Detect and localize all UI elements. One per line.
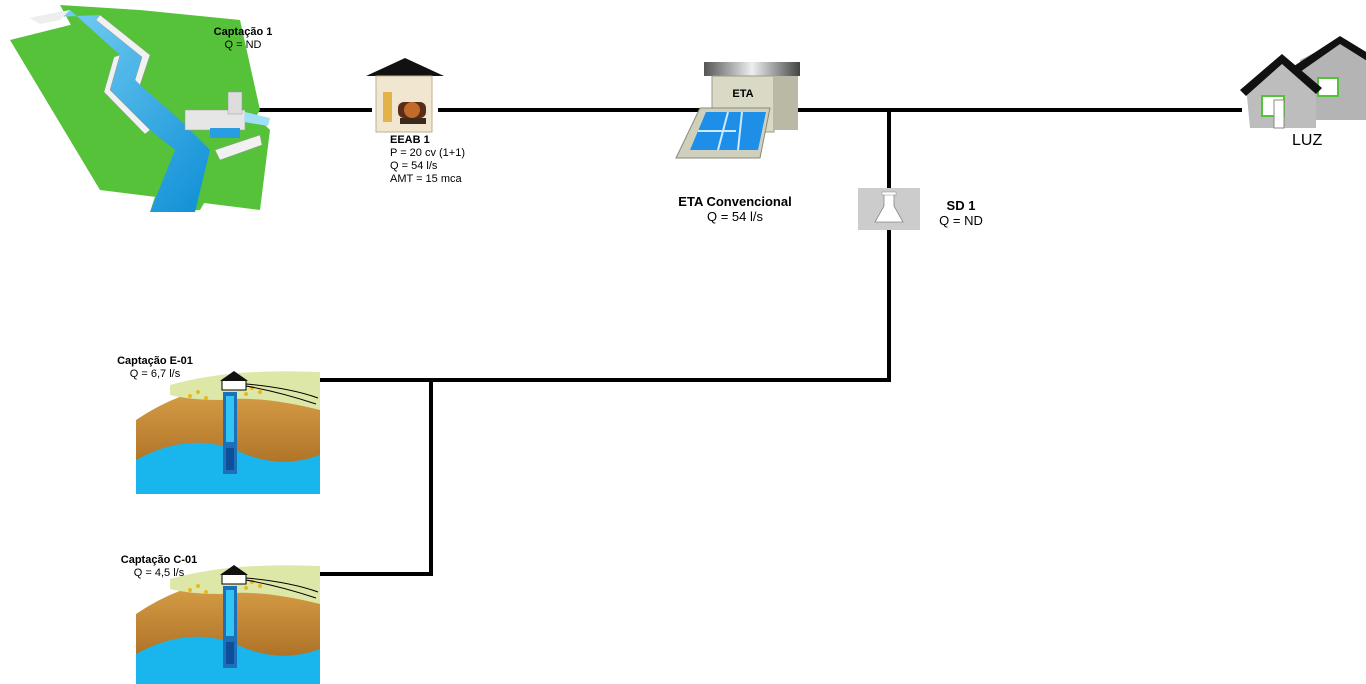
eta-flow: Q = 54 l/s xyxy=(707,209,763,224)
sd1-name: SD 1 xyxy=(946,198,976,213)
eeab1-flow: Q = 54 l/s xyxy=(390,160,438,172)
sd1-reservoir-icon xyxy=(858,188,920,230)
captacao-c01-flow: Q = 4,5 l/s xyxy=(133,567,185,579)
captacao-e01-flow: Q = 6,7 l/s xyxy=(129,368,181,380)
well-e01-icon xyxy=(136,371,320,494)
eeab1-label: EEAB 1 P = 20 cv (1+1) Q = 54 l/s AMT = … xyxy=(390,134,465,186)
captacao-e01-name: Captação E-01 xyxy=(117,355,193,367)
captacao1-label: Captação 1 Q = ND xyxy=(206,26,280,52)
well-c01-icon xyxy=(136,565,320,684)
sd1-flow: Q = ND xyxy=(939,213,983,228)
captacao-c01-label: Captação C-01 Q = 4,5 l/s xyxy=(104,554,214,580)
eta-sign-label: ETA xyxy=(732,88,753,100)
captacao-c01-name: Captação C-01 xyxy=(120,554,198,566)
pump-station-icon xyxy=(366,58,444,133)
treatment-plant-icon: ETA xyxy=(675,62,800,159)
river-intake-icon xyxy=(10,5,270,212)
sd1-label: SD 1 Q = ND xyxy=(926,198,996,228)
eeab1-amt: AMT = 15 mca xyxy=(390,173,462,185)
eta-label: ETA Convencional Q = 54 l/s xyxy=(660,194,810,224)
eeab1-name: EEAB 1 xyxy=(390,134,430,146)
captacao1-flow: Q = ND xyxy=(224,39,262,51)
houses-icon xyxy=(1240,36,1366,129)
pipe-network xyxy=(254,108,1242,576)
eta-name: ETA Convencional xyxy=(678,194,792,209)
captacao1-name: Captação 1 xyxy=(213,26,273,38)
eeab1-power: P = 20 cv (1+1) xyxy=(390,147,466,159)
captacao-e01-label: Captação E-01 Q = 6,7 l/s xyxy=(100,355,210,381)
luz-label: LUZ xyxy=(1292,132,1323,149)
